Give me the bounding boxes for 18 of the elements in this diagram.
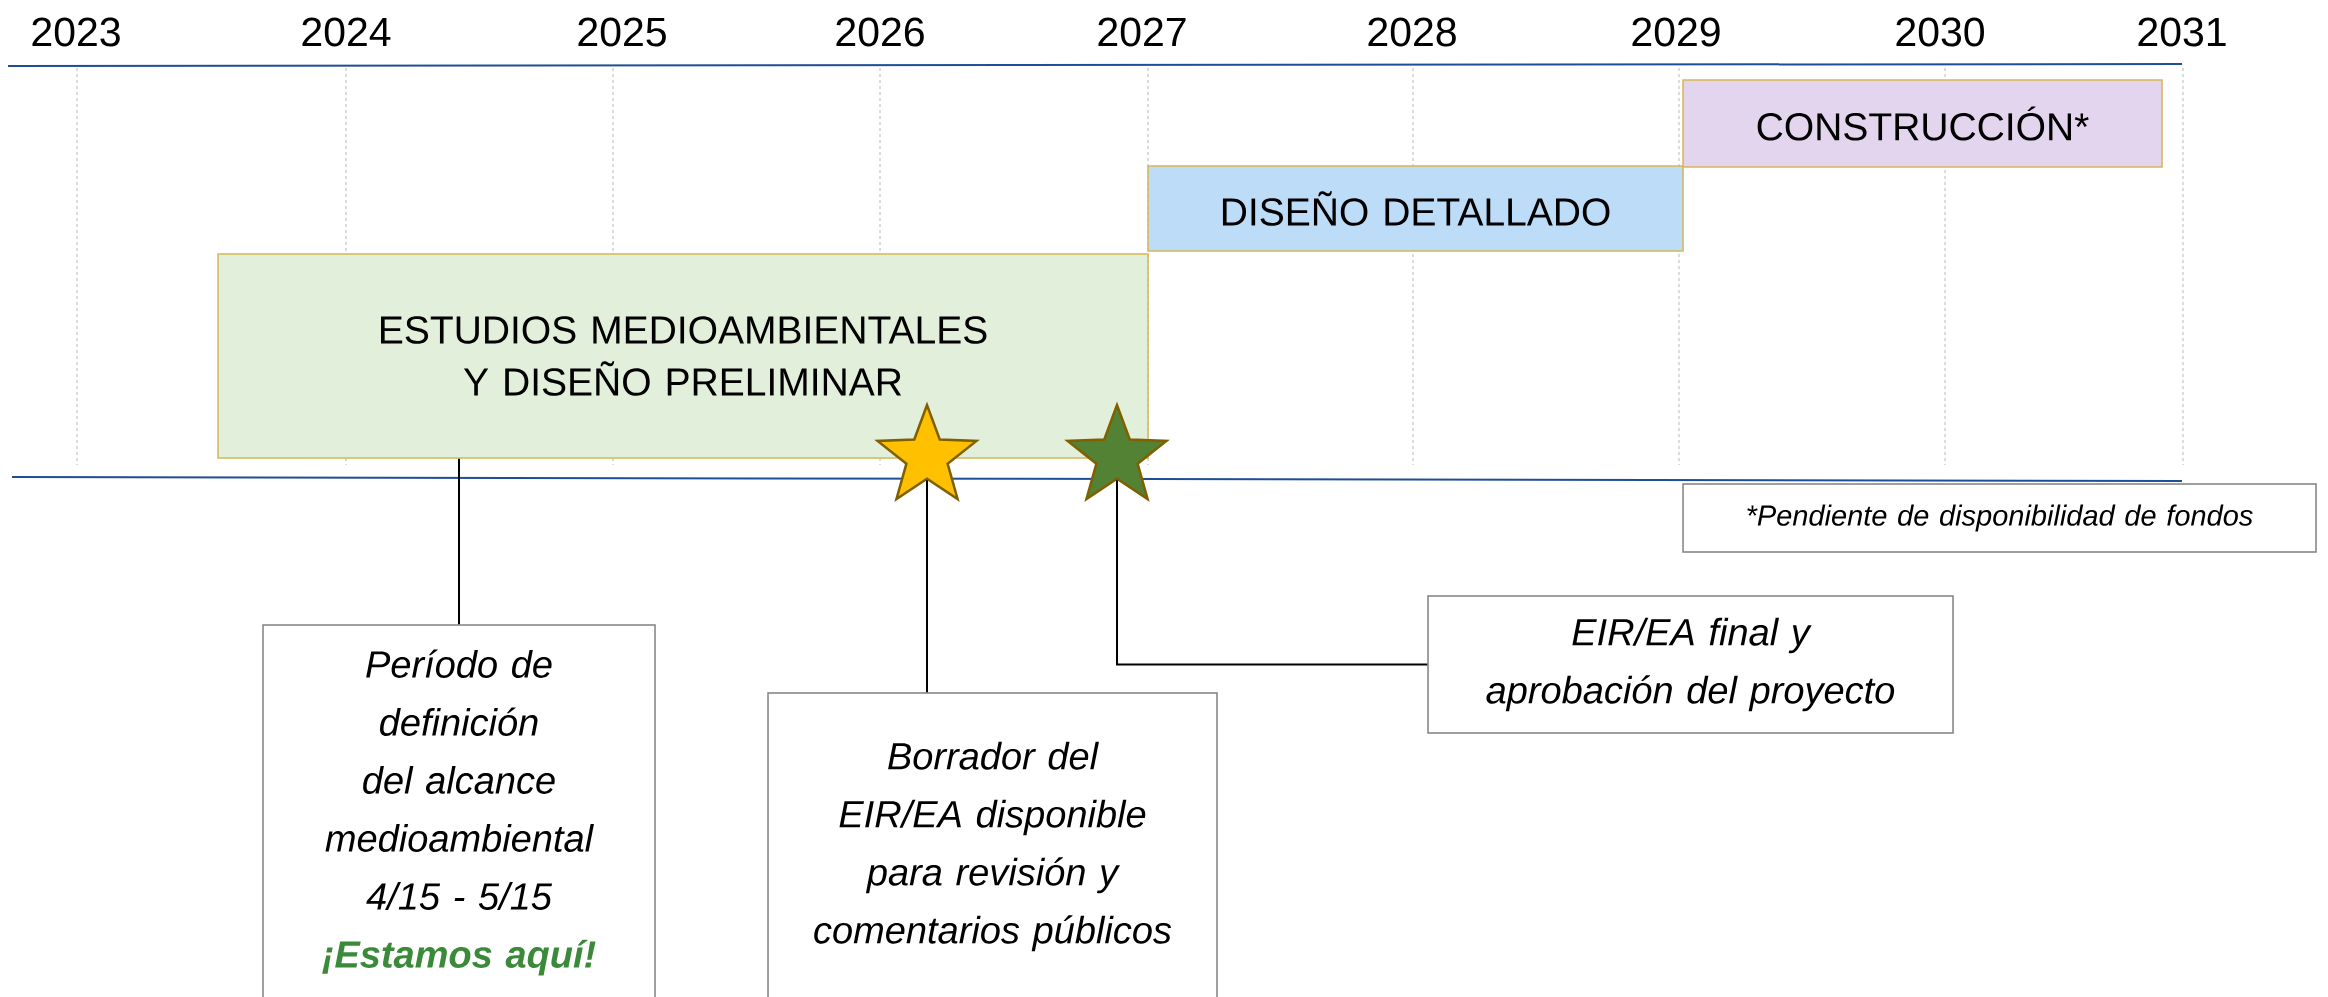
year-label: 2025 bbox=[578, 17, 666, 47]
year-label: 2028 bbox=[1368, 17, 1456, 47]
phase-bar: ESTUDIOS MEDIOAMBIENTALES Y DISEÑO PRELIMINAR bbox=[217, 253, 1149, 459]
milestone-box: Período de definición del alcance medioambiental 4/15 - 5/15 ¡Estamos aquí! bbox=[262, 624, 656, 997]
year-label: 2026 bbox=[836, 17, 924, 47]
milestone-box: Borrador del EIR/EA disponible para revisión y comentarios públicos bbox=[767, 692, 1218, 997]
year-label: 2023 bbox=[32, 17, 120, 47]
footnote-box: *Pendiente de disponibilidad de fondos bbox=[1682, 483, 2317, 553]
year-label: 2027 bbox=[1098, 17, 1186, 47]
phase-bar: CONSTRUCCIÓN* bbox=[1682, 79, 2163, 168]
year-label: 2024 bbox=[302, 17, 391, 47]
phase-bar: DISEÑO DETALLADO bbox=[1147, 165, 1684, 252]
year-label: 2029 bbox=[1632, 17, 1720, 47]
milestone-box: EIR/EA final y aprobación del proyecto bbox=[1427, 595, 1954, 734]
leader-line bbox=[458, 457, 460, 626]
leader-line bbox=[926, 479, 928, 694]
leader-line bbox=[1116, 479, 1429, 666]
year-label: 2031 bbox=[2138, 17, 2226, 47]
